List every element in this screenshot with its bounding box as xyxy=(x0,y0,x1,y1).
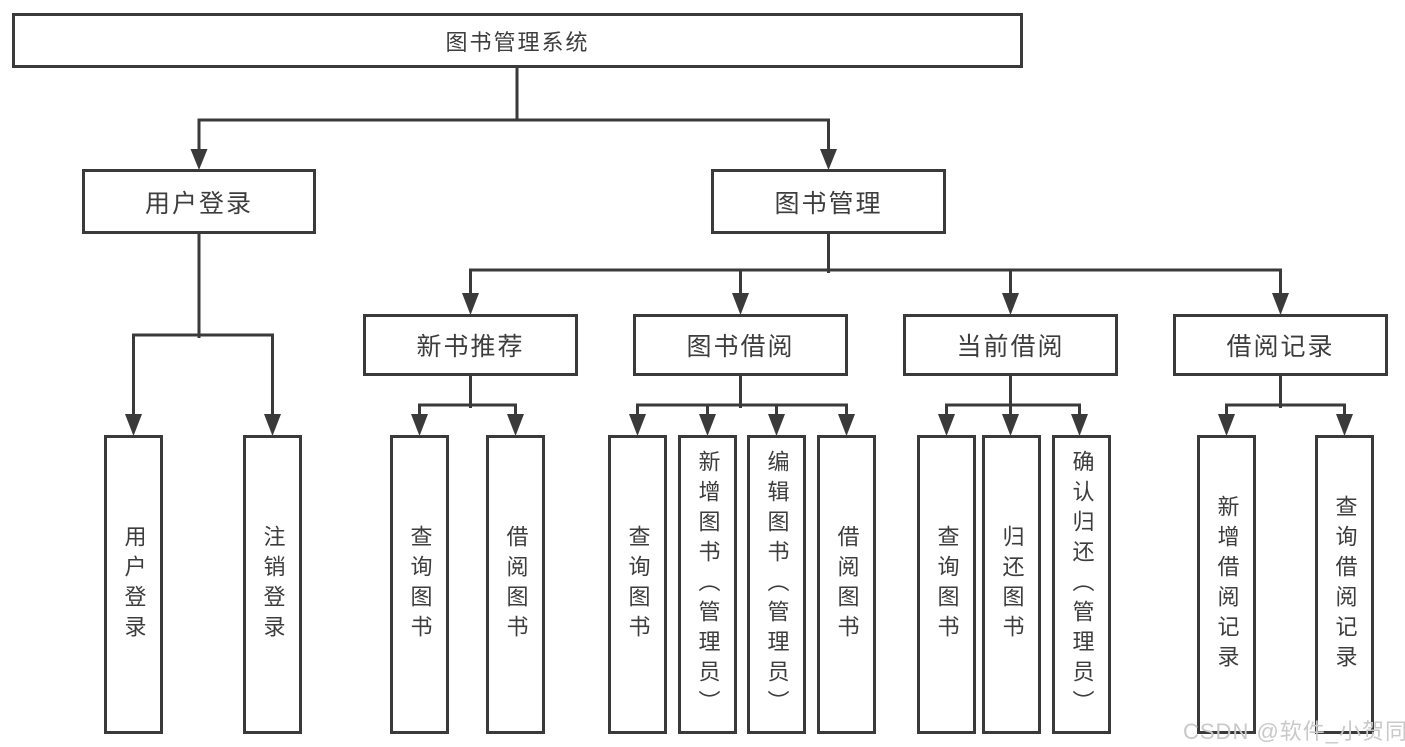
node-leaf-confirm-return-admin: 确认归还（管理员） xyxy=(1052,435,1111,734)
node-leaf-borrow-book-2: 借阅图书 xyxy=(817,435,876,734)
connector-newbook-to-leaves xyxy=(418,374,517,417)
node-leaf-return-book: 归还图书 xyxy=(982,435,1041,734)
node-label: 新书推荐 xyxy=(416,333,525,361)
node-borrow-record: 借阅记录 xyxy=(1173,314,1388,376)
node-leaf-user-login: 用户登录 xyxy=(104,435,163,734)
node-label: 查询图书 xyxy=(934,524,960,645)
node-book-management: 图书管理 xyxy=(711,169,946,234)
arrow-head-icon xyxy=(411,414,428,436)
node-leaf-query-book-3: 查询图书 xyxy=(917,435,976,734)
arrow-head-icon xyxy=(768,414,785,436)
arrow-head-icon xyxy=(699,414,716,436)
node-label: 用户登录 xyxy=(144,189,253,218)
connector-root-to-level2 xyxy=(197,66,830,152)
node-label: 借阅图书 xyxy=(834,524,860,645)
node-current-borrow: 当前借阅 xyxy=(903,314,1118,376)
node-user-login-branch: 用户登录 xyxy=(82,169,316,234)
node-label: 借阅图书 xyxy=(503,524,529,645)
node-leaf-query-book-1: 查询图书 xyxy=(390,435,449,734)
node-label: 当前借阅 xyxy=(956,333,1065,361)
arrow-head-icon xyxy=(507,414,524,436)
node-book-borrow: 图书借阅 xyxy=(633,314,848,376)
connector-userlogin-to-leaves xyxy=(132,232,274,417)
node-label: 查询图书 xyxy=(407,524,433,645)
node-root: 图书管理系统 xyxy=(12,13,1023,68)
arrow-head-icon xyxy=(190,149,208,170)
node-label: 编辑图书（管理员） xyxy=(764,449,790,720)
arrow-head-icon xyxy=(1002,414,1019,436)
connector-bookborrow-to-leaves xyxy=(636,374,848,417)
node-label: 用户登录 xyxy=(121,524,147,645)
arrow-head-icon xyxy=(838,414,855,436)
arrow-head-icon xyxy=(1002,293,1019,315)
node-leaf-add-borrow-record: 新增借阅记录 xyxy=(1197,435,1256,734)
node-new-book-recommend: 新书推荐 xyxy=(363,314,578,376)
node-leaf-edit-book-admin: 编辑图书（管理员） xyxy=(747,435,806,734)
connector-borrowrecord-to-leaves xyxy=(1225,374,1346,417)
node-label: 注销登录 xyxy=(260,524,286,645)
node-label: 确认归还（管理员） xyxy=(1069,449,1095,720)
arrow-head-icon xyxy=(1071,414,1088,436)
node-label: 新增图书（管理员） xyxy=(695,449,721,720)
node-leaf-add-book-admin: 新增图书（管理员） xyxy=(678,435,737,734)
connector-currentborrow-to-leaves xyxy=(945,374,1081,417)
arrow-head-icon xyxy=(1218,414,1235,436)
arrow-head-icon xyxy=(732,293,749,315)
node-label: 归还图书 xyxy=(999,524,1025,645)
node-leaf-query-borrow-record: 查询借阅记录 xyxy=(1315,435,1374,734)
connector-bookmgmt-to-level3 xyxy=(469,232,1282,297)
arrow-head-icon xyxy=(1336,414,1353,436)
arrow-head-icon xyxy=(462,293,479,315)
node-label: 图书管理系统 xyxy=(445,29,590,55)
node-leaf-query-book-2: 查询图书 xyxy=(608,435,667,734)
node-label: 查询图书 xyxy=(625,524,651,645)
node-label: 图书管理 xyxy=(774,189,883,218)
arrow-head-icon xyxy=(125,414,142,436)
arrow-head-icon xyxy=(820,149,837,170)
arrow-head-icon xyxy=(1272,293,1289,315)
node-leaf-borrow-book-1: 借阅图书 xyxy=(486,435,545,734)
node-label: 图书借阅 xyxy=(686,333,795,361)
node-leaf-logout: 注销登录 xyxy=(243,435,302,734)
arrow-head-icon xyxy=(264,414,281,436)
node-label: 借阅记录 xyxy=(1226,333,1335,361)
arrow-head-icon xyxy=(938,414,955,436)
arrow-head-icon xyxy=(629,414,646,436)
csdn-watermark: CSDN @软件_小贺同学 xyxy=(1183,719,1405,744)
node-label: 新增借阅记录 xyxy=(1214,494,1240,675)
node-label: 查询借阅记录 xyxy=(1332,494,1358,675)
arrow-head-icons xyxy=(125,149,1353,436)
connector-lines xyxy=(132,66,1346,417)
